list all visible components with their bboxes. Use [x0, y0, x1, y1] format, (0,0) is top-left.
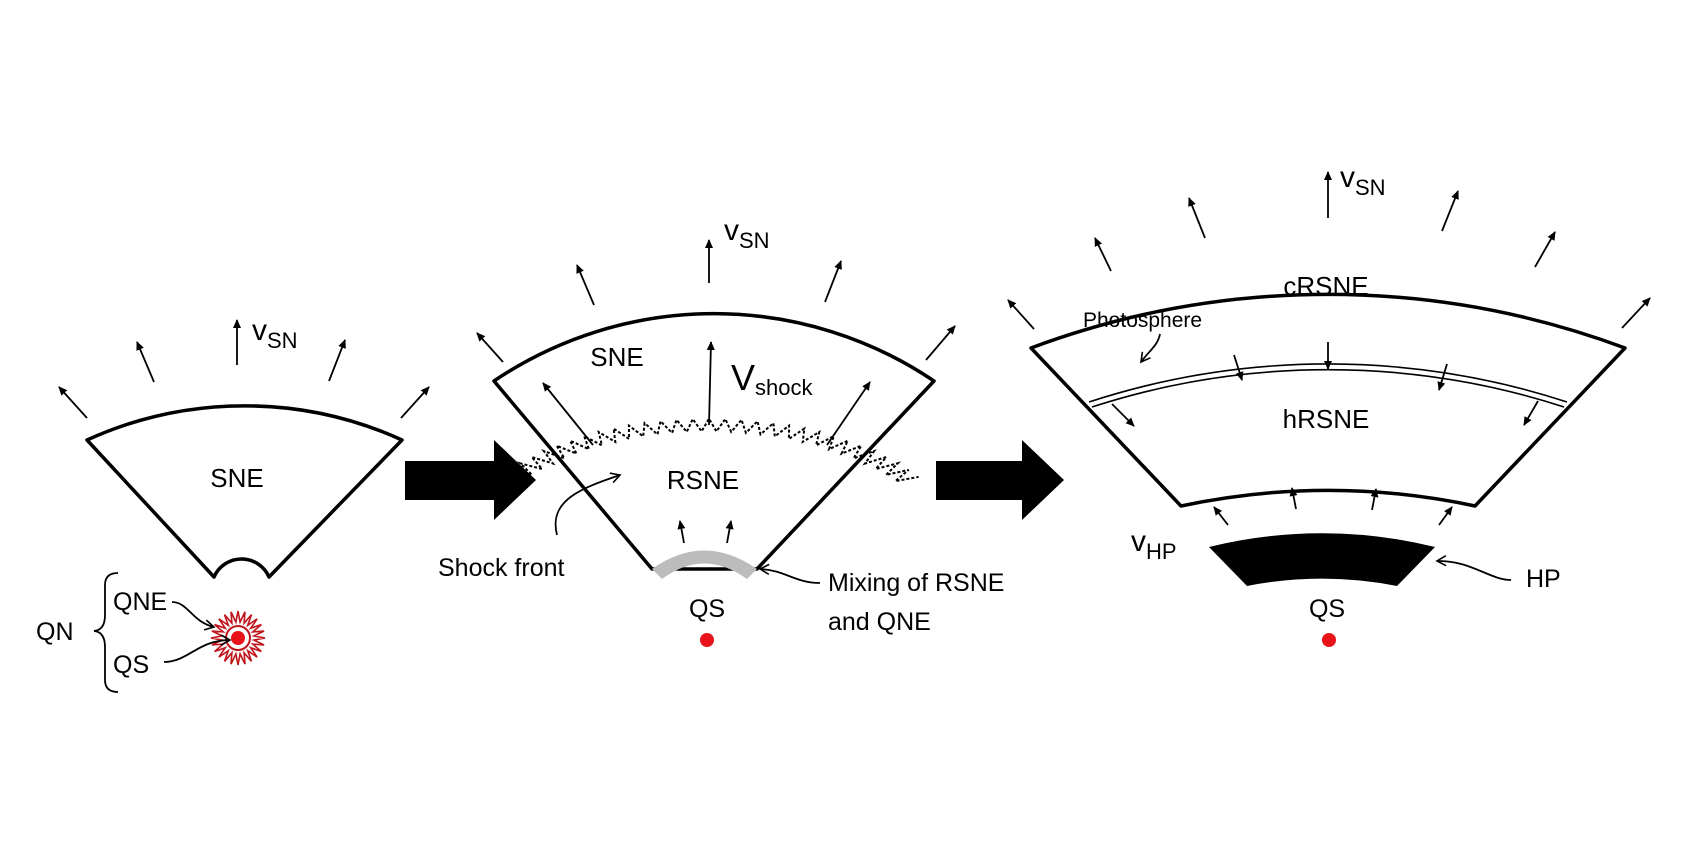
hp-pointer	[1435, 555, 1512, 581]
shock-front-label: Shock front	[438, 554, 565, 582]
expansion-arrow	[824, 260, 842, 303]
shock-velocity-label: Vshock	[731, 357, 813, 400]
qn-brace	[93, 572, 119, 693]
shock-velocity-arrow	[542, 382, 594, 446]
region-label-sne: SNE	[210, 463, 263, 493]
expansion-arrow	[58, 386, 88, 419]
photosphere-pointer	[1140, 333, 1161, 364]
expansion-arrow	[576, 264, 595, 306]
expansion-arrow	[1534, 231, 1556, 268]
velocity-label-sn: vSN	[1340, 161, 1386, 200]
mixing-layer	[652, 550, 757, 579]
photosphere-label: Photosphere	[1083, 309, 1202, 332]
inward-arrow	[1233, 354, 1244, 381]
expansion-arrow	[1441, 190, 1459, 232]
region-label-crsne: cRSNE	[1283, 271, 1368, 301]
shock-velocity-arrow	[826, 381, 871, 446]
shock-front-pointer	[554, 472, 622, 536]
hp-arrow	[1438, 506, 1453, 526]
transition-arrow-2	[936, 440, 1064, 520]
quark-star-dot	[1322, 633, 1336, 647]
shock-velocity-arrow	[706, 341, 715, 426]
expansion-arrow	[476, 332, 504, 363]
sne-wedge	[85, 404, 404, 579]
quark-star-dot	[700, 633, 714, 647]
velocity-label-sn: vSN	[724, 214, 770, 253]
qs-pointer-arrow	[163, 634, 232, 663]
mixing-label-line-2: and QNE	[828, 608, 931, 636]
hp-label: HP	[1526, 565, 1561, 593]
sne-wedge	[492, 311, 936, 571]
velocity-label-sn: vSN	[252, 314, 298, 353]
panel-1: SNE vSN QN QNE QS	[36, 314, 430, 693]
qs-label: QS	[689, 595, 725, 623]
expansion-arrow	[1007, 299, 1035, 330]
expansion-arrow	[1188, 197, 1206, 239]
mixing-label-line-1: Mixing of RSNE	[828, 569, 1004, 597]
inward-arrow	[1437, 363, 1448, 391]
region-label-hrsne: hRSNE	[1283, 404, 1370, 434]
mixing-arrow	[677, 520, 686, 544]
region-label-rsne: RSNE	[667, 465, 739, 495]
qs-label: QS	[1309, 595, 1345, 623]
qs-label: QS	[113, 651, 149, 679]
expansion-arrow	[1621, 297, 1651, 329]
panel-3: vSN vHP cRSNE hRSNE Photosphere HP QS	[1007, 161, 1651, 647]
qne-label: QNE	[113, 588, 167, 616]
inward-arrow	[1111, 403, 1135, 427]
expansion-arrow	[328, 339, 346, 382]
hp-arrow	[1213, 506, 1229, 526]
inward-arrow	[1523, 400, 1539, 426]
hp-shell	[1209, 533, 1435, 586]
qn-label: QN	[36, 618, 74, 646]
expansion-arrow	[136, 341, 155, 383]
transition-arrow-1	[405, 440, 536, 520]
quark-star-dot	[231, 631, 245, 645]
expansion-arrow	[400, 386, 430, 419]
panel-2: vSN Vshock SNE RSNE Shock front Mixing o…	[438, 214, 1004, 647]
hp-arrow	[1370, 488, 1379, 511]
expansion-arrow	[925, 325, 956, 361]
velocity-label-hp: vHP	[1131, 525, 1177, 564]
expansion-arrow	[1094, 237, 1112, 272]
qne-pointer-arrow	[171, 601, 216, 631]
hp-arrow	[1289, 487, 1298, 510]
mixing-arrow	[725, 520, 734, 544]
region-label-sne: SNE	[590, 342, 643, 372]
mixing-pointer	[758, 563, 821, 584]
